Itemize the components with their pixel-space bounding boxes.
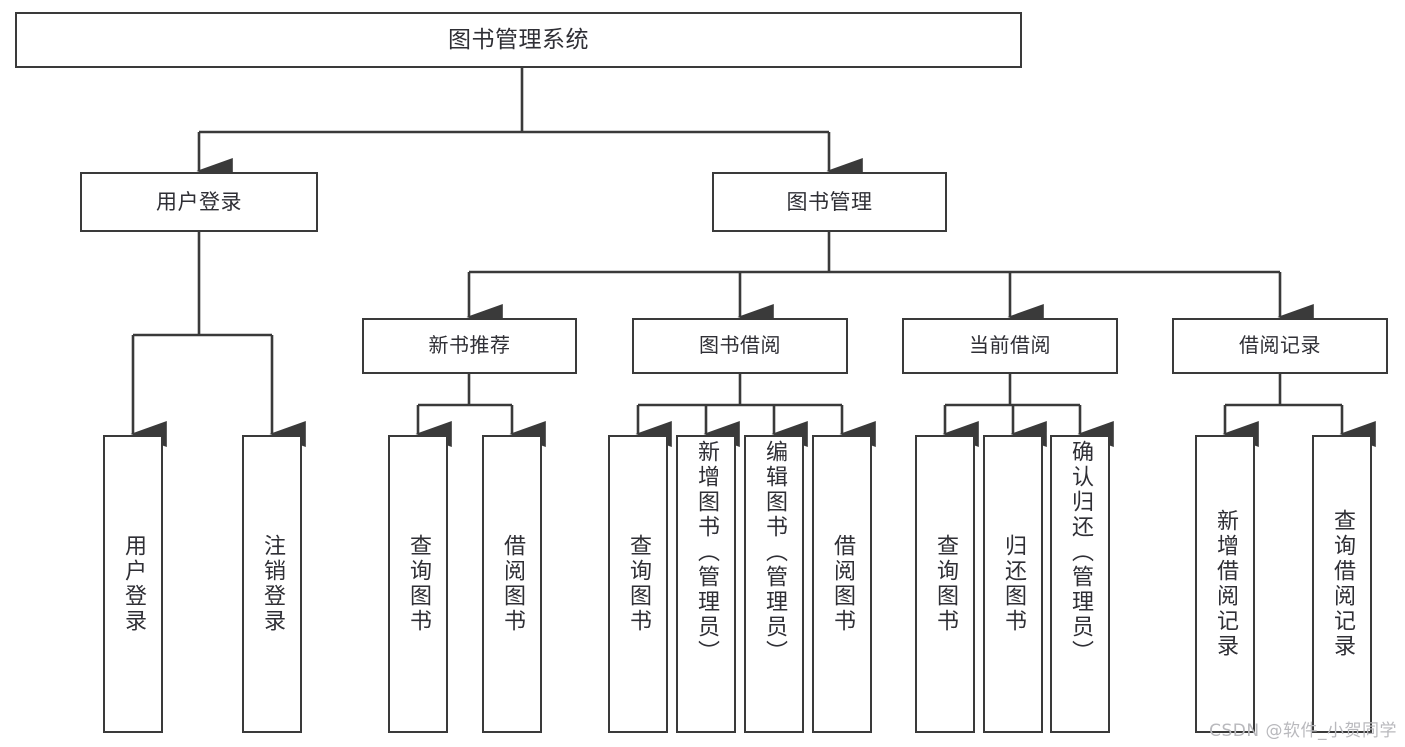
node-leaf-user-login[interactable]: 用户登录 — [103, 435, 163, 733]
node-label: 查询图书 — [933, 534, 958, 634]
node-leaf-query-book[interactable]: 查询图书 — [608, 435, 668, 733]
node-label: 查询图书 — [626, 534, 651, 634]
node-label: 新增图书（管理员） — [694, 440, 719, 665]
node-label: 新书推荐 — [428, 333, 511, 358]
node-book-manage[interactable]: 图书管理 — [712, 172, 947, 232]
node-leaf-confirm-return[interactable]: 确认归还（管理员） — [1050, 435, 1110, 733]
node-label: 用户登录 — [121, 534, 146, 634]
node-leaf-query-book-rec[interactable]: 查询图书 — [388, 435, 448, 733]
node-borrow-record[interactable]: 借阅记录 — [1172, 318, 1388, 374]
node-label: 新增借阅记录 — [1213, 509, 1238, 659]
node-book-borrow[interactable]: 图书借阅 — [632, 318, 848, 374]
node-leaf-query-record[interactable]: 查询借阅记录 — [1312, 435, 1372, 733]
node-label: 借阅图书 — [500, 534, 525, 634]
node-label: 注销登录 — [260, 534, 285, 634]
node-leaf-add-record[interactable]: 新增借阅记录 — [1195, 435, 1255, 733]
node-label: 图书借阅 — [699, 333, 781, 358]
node-user-login[interactable]: 用户登录 — [80, 172, 318, 232]
node-leaf-add-book[interactable]: 新增图书（管理员） — [676, 435, 736, 733]
node-new-book-recommend[interactable]: 新书推荐 — [362, 318, 577, 374]
node-label: 当前借阅 — [969, 333, 1051, 358]
node-leaf-return-book[interactable]: 归还图书 — [983, 435, 1043, 733]
node-label: 归还图书 — [1001, 534, 1026, 634]
node-label: 用户登录 — [156, 189, 242, 214]
node-label: 查询图书 — [406, 534, 431, 634]
node-leaf-edit-book[interactable]: 编辑图书（管理员） — [744, 435, 804, 733]
node-leaf-query-book-cur[interactable]: 查询图书 — [915, 435, 975, 733]
node-leaf-borrow-book-rec[interactable]: 借阅图书 — [482, 435, 542, 733]
node-label: 编辑图书（管理员） — [762, 440, 787, 665]
node-label: 图书管理系统 — [448, 26, 589, 53]
csdn-watermark: CSDN @软件_小贺同学 — [1209, 721, 1397, 741]
node-leaf-borrow-book[interactable]: 借阅图书 — [812, 435, 872, 733]
node-label: 借阅图书 — [830, 534, 855, 634]
node-label: 图书管理 — [786, 189, 873, 214]
node-leaf-logout[interactable]: 注销登录 — [242, 435, 302, 733]
node-label: 借阅记录 — [1239, 333, 1321, 358]
node-current-borrow[interactable]: 当前借阅 — [902, 318, 1118, 374]
node-label: 查询借阅记录 — [1330, 509, 1355, 659]
node-root[interactable]: 图书管理系统 — [15, 12, 1022, 68]
node-label: 确认归还（管理员） — [1068, 440, 1093, 665]
